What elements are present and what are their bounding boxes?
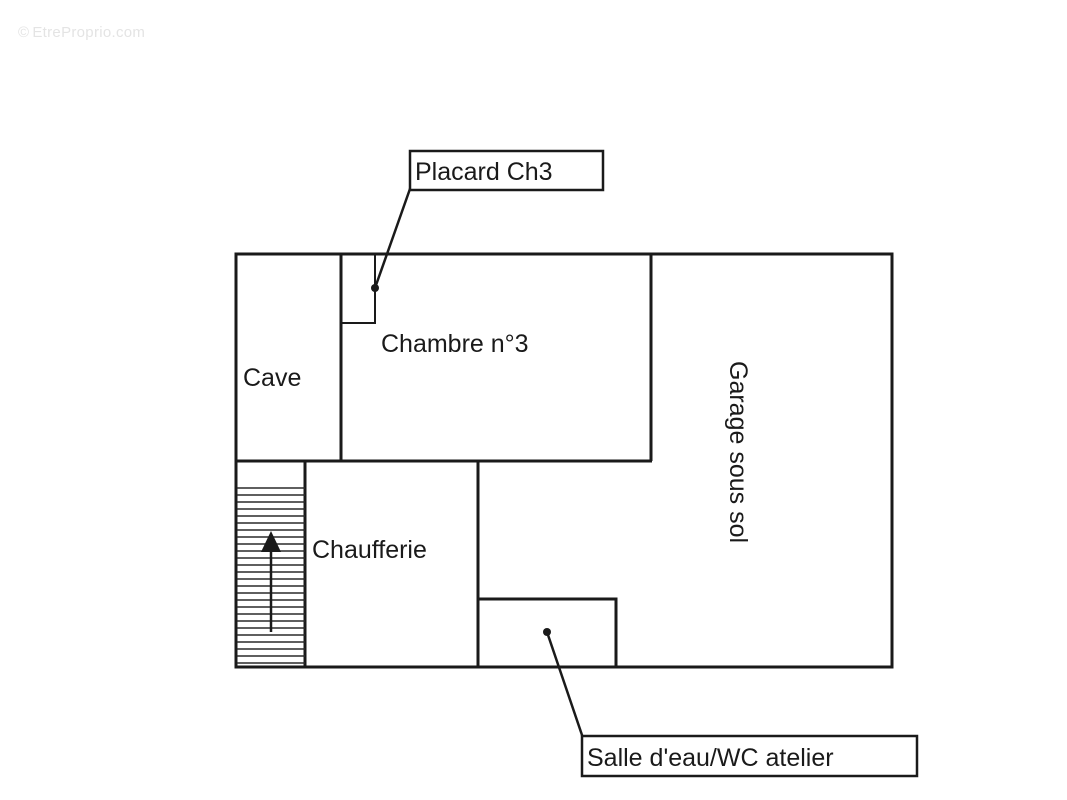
placard-marker-dot (371, 284, 379, 292)
watermark-text: EtreProprio.com (32, 24, 146, 41)
room-label-cave: Cave (243, 364, 301, 392)
placard-callout: Placard Ch3 (371, 149, 605, 292)
watermark: ©EtreProprio.com (18, 24, 145, 41)
room-label-chaufferie: Chaufferie (312, 536, 427, 564)
callout-label-salle-eau: Salle d'eau/WC atelier (587, 744, 834, 772)
copyright-symbol: © (18, 24, 30, 41)
room-label-chambre: Chambre n°3 (381, 330, 529, 358)
room-salle-eau (478, 597, 618, 667)
stair-up-arrow-icon (261, 531, 281, 632)
room-placard (340, 253, 376, 324)
room-label-garage: Garage sous sol (724, 361, 752, 543)
callout-label-placard: Placard Ch3 (415, 158, 553, 186)
salle-eau-callout: Salle d'eau/WC atelier (543, 628, 919, 778)
salle-eau-marker-dot (543, 628, 551, 636)
